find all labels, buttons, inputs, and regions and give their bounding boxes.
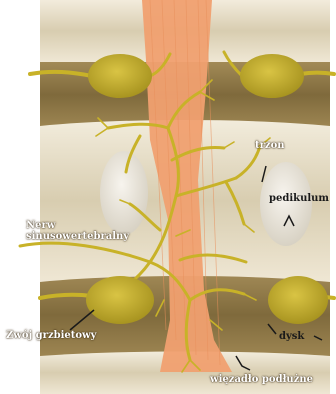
label-vertebral-body: trzon <box>255 140 285 151</box>
label-ligament: więzadło podłużne <box>210 374 313 385</box>
label-nerve: Nerw sinusowertebralny <box>26 220 129 242</box>
label-nerve-line2: sinusowertebralny <box>26 231 129 242</box>
label-nerve-line1: Nerw <box>26 220 129 231</box>
label-ganglion: Zwój grzbietowy <box>6 330 96 341</box>
label-pedicle: pedikulum <box>269 193 329 204</box>
pedicle-right <box>260 162 312 246</box>
label-disc: dysk <box>279 331 304 342</box>
